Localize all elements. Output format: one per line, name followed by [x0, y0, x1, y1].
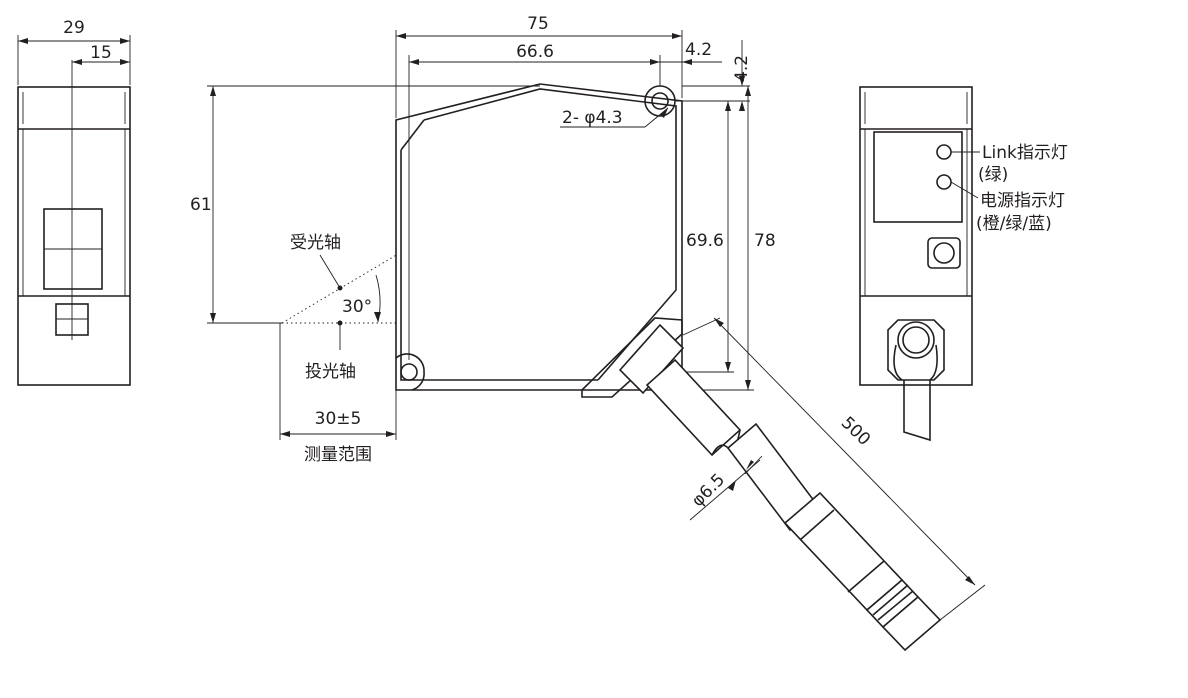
dim-range: 30±5 [315, 409, 362, 429]
dim-hole-offset-x: 4.2 [685, 40, 712, 60]
power-led-icon [936, 174, 952, 190]
label-receive-axis: 受光轴 [290, 233, 341, 253]
cable: 500 φ6.5 [618, 317, 986, 652]
dim-cable-diameter: φ6.5 [688, 470, 729, 511]
side-view-body [17, 86, 131, 386]
label-link-indicator: Link指示灯 [982, 143, 1068, 163]
dim-side-half: 15 [90, 43, 112, 63]
dim-height-78: 78 [754, 231, 776, 251]
label-power-indicator: 电源指示灯 [980, 191, 1065, 211]
link-led-icon [936, 144, 952, 160]
dim-hole-offset-y: 4.2 [732, 55, 752, 82]
hole-callout: 2- φ4.3 [562, 108, 623, 128]
rear-view: Link指示灯 (绿) 电源指示灯 (橙/绿/蓝) [859, 86, 1068, 442]
front-view: 受光轴 投光轴 30° 61 30±5 测量范围 75 66.6 [190, 14, 776, 465]
dim-height-61: 61 [190, 195, 212, 215]
rear-view-body [859, 86, 973, 386]
dim-angle: 30° [342, 297, 372, 317]
dim-body-width: 75 [527, 14, 549, 34]
cable-gland [581, 317, 683, 398]
mount-hole-top [651, 92, 669, 110]
side-view: 29 15 [17, 18, 131, 386]
rear-view-panel [873, 131, 963, 223]
dim-cable-length: 500 [837, 413, 874, 450]
dim-side-width: 29 [63, 18, 85, 38]
label-link-color: (绿) [978, 165, 1008, 185]
label-emit-axis: 投光轴 [305, 362, 356, 382]
dim-height-69-6: 69.6 [686, 231, 724, 251]
dim-inner-width: 66.6 [516, 42, 554, 62]
label-power-color: (橙/绿/蓝) [976, 214, 1052, 234]
front-view-body [395, 83, 683, 391]
rear-view-button [927, 237, 961, 269]
mount-hole-bottom [400, 363, 418, 381]
rear-view-gland [887, 319, 945, 381]
label-measure-range: 测量范围 [304, 445, 372, 465]
cable-connector [783, 491, 904, 612]
